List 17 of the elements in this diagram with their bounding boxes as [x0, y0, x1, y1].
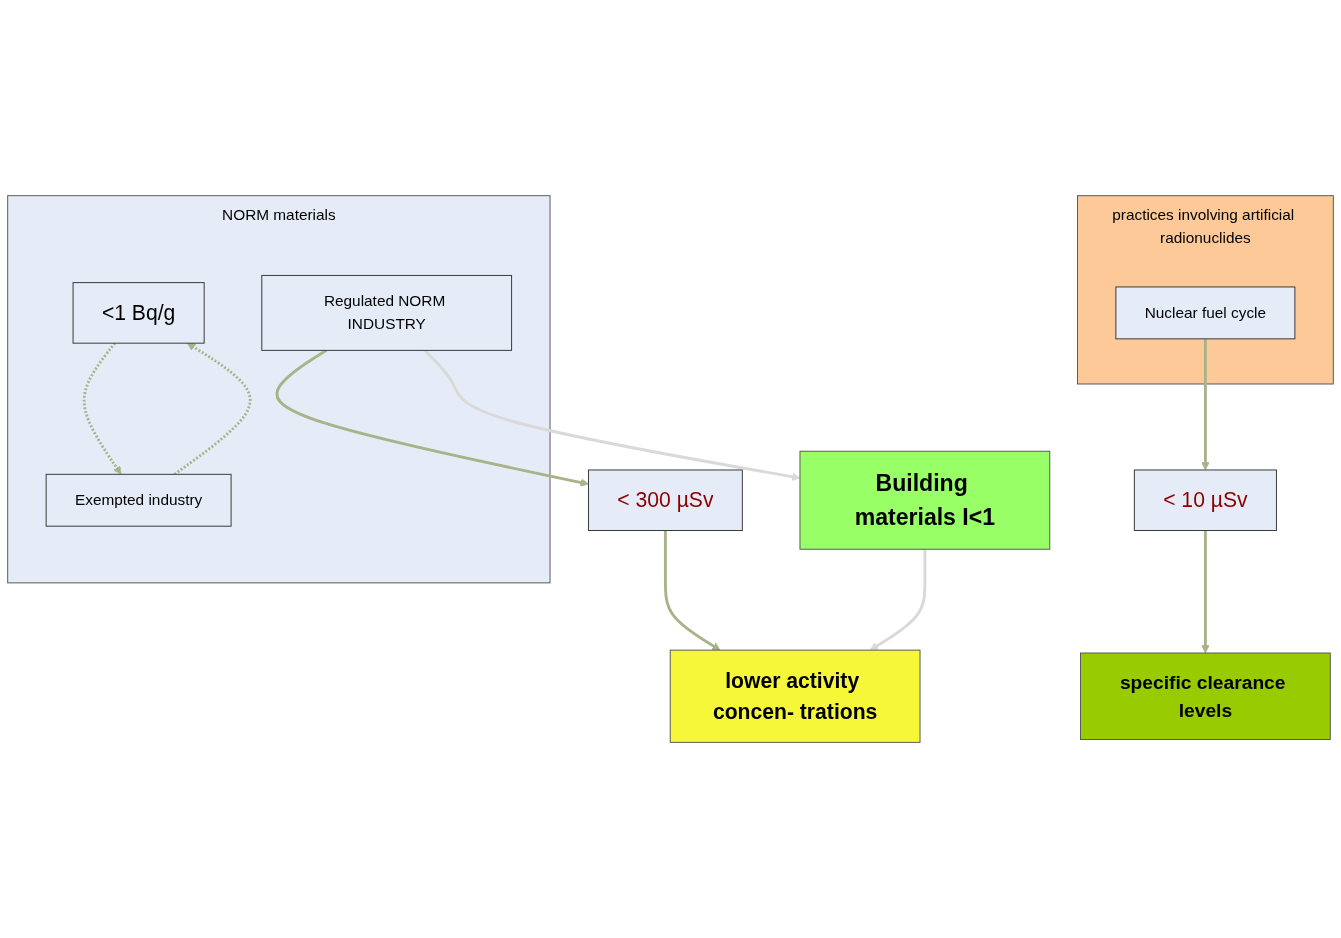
arrow: [1201, 530, 1210, 654]
arrow: [663, 530, 721, 651]
arrow: [173, 342, 252, 476]
node-box: Exempted industry: [45, 473, 232, 527]
arrow: [275, 349, 589, 487]
node-box: < 10 µSv: [1133, 469, 1277, 531]
arrow: [423, 349, 801, 481]
arrow: [82, 342, 122, 475]
node-box: Nuclear fuel cycle: [1115, 286, 1296, 340]
node-box: lower activity concen- trations: [669, 649, 921, 743]
node-box: specific clearance levels: [1080, 652, 1331, 740]
arrow: [869, 549, 927, 651]
node-box: Building materials I<1: [799, 450, 1051, 550]
node-box: < 300 µSv: [588, 469, 743, 531]
node-box: <1 Bq/g: [72, 282, 205, 344]
node-box: Regulated NORM INDUSTRY: [261, 274, 513, 351]
arrow: [1201, 338, 1210, 471]
